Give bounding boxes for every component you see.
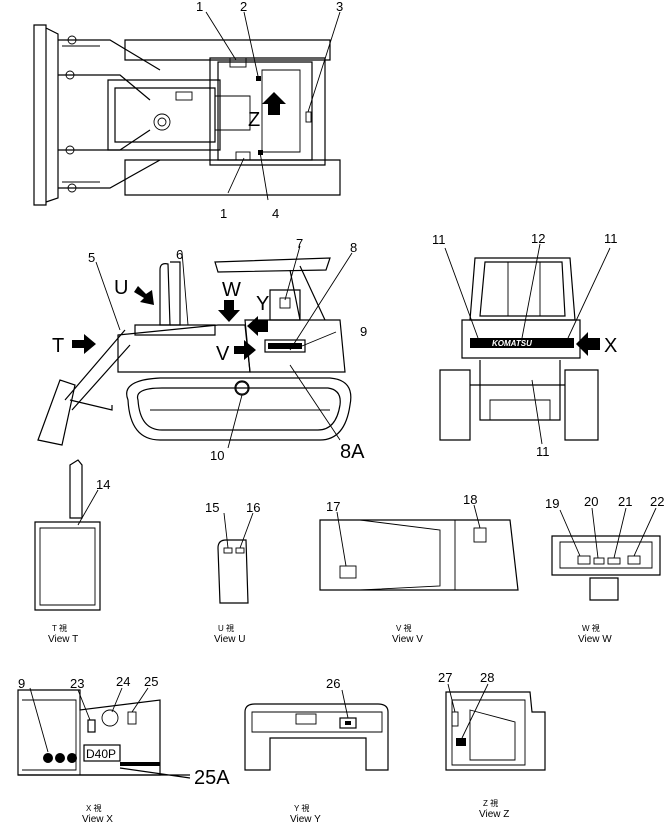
side-label-8: 8 bbox=[350, 240, 357, 255]
view-w-caption-ja: W 視 bbox=[582, 624, 600, 633]
rear-label-11b: 11 bbox=[604, 231, 618, 246]
side-label-5: 5 bbox=[88, 250, 95, 265]
top-label-1a: 1 bbox=[196, 0, 203, 14]
view-x-num-9: 9 bbox=[18, 676, 25, 691]
view-x-num-25: 25 bbox=[144, 674, 158, 689]
view-u-drawing bbox=[217, 512, 254, 604]
side-label-7: 7 bbox=[296, 236, 303, 251]
arrow-label-u: U bbox=[114, 277, 128, 299]
rear-label-11c: 11 bbox=[536, 444, 550, 459]
view-x-num-23: 23 bbox=[70, 676, 84, 691]
side-view-drawing bbox=[37, 245, 353, 449]
view-u-num-16: 16 bbox=[246, 500, 260, 515]
view-v-caption-en: View V bbox=[392, 634, 423, 645]
view-u-caption-ja: U 視 bbox=[218, 624, 234, 633]
view-v-caption-ja: V 視 bbox=[396, 624, 412, 633]
view-t-caption-ja: T 視 bbox=[52, 624, 67, 633]
view-x-drawing bbox=[17, 687, 191, 779]
top-label-z: Z bbox=[248, 109, 260, 131]
view-x-num-25a: 25A bbox=[194, 767, 230, 789]
view-z-num-28: 28 bbox=[480, 670, 494, 685]
view-y-caption-ja: Y 視 bbox=[294, 804, 309, 813]
view-x-caption-ja: X 視 bbox=[86, 804, 102, 813]
view-v-drawing bbox=[319, 504, 519, 591]
view-t-caption-en: View T bbox=[48, 634, 78, 645]
view-w-caption-en: View W bbox=[578, 634, 612, 645]
top-view-drawing bbox=[33, 11, 341, 206]
view-y-num-26: 26 bbox=[326, 676, 340, 691]
arrow-label-y: Y bbox=[256, 293, 269, 315]
view-z-caption-ja: Z 視 bbox=[483, 799, 498, 808]
side-label-6: 6 bbox=[176, 247, 183, 262]
view-u-num-15: 15 bbox=[205, 500, 219, 515]
view-w-num-20: 20 bbox=[584, 494, 598, 509]
side-label-10: 10 bbox=[210, 448, 224, 463]
arrow-label-x: X bbox=[604, 335, 617, 357]
arrow-label-t: T bbox=[52, 335, 64, 357]
view-z-caption-en: View Z bbox=[479, 809, 509, 820]
top-label-1b: 1 bbox=[220, 206, 227, 221]
view-y-caption-en: View Y bbox=[290, 814, 321, 825]
view-v-num-17: 17 bbox=[326, 499, 340, 514]
arrow-label-v: V bbox=[216, 343, 230, 365]
view-w-num-21: 21 bbox=[618, 494, 632, 509]
rear-brand-text: KOMATSU bbox=[492, 339, 532, 348]
view-x-num-24: 24 bbox=[116, 674, 130, 689]
top-label-3: 3 bbox=[336, 0, 343, 14]
rear-view-drawing: KOMATSU bbox=[439, 243, 611, 445]
rear-label-11a: 11 bbox=[432, 232, 446, 247]
rear-label-12: 12 bbox=[531, 231, 545, 246]
top-label-4: 4 bbox=[272, 206, 279, 221]
view-w-num-22: 22 bbox=[650, 494, 664, 509]
view-x-caption-en: View X bbox=[82, 814, 113, 825]
side-label-9: 9 bbox=[360, 324, 367, 339]
side-label-8a: 8A bbox=[340, 441, 365, 463]
view-w-drawing bbox=[551, 507, 661, 601]
view-y-drawing bbox=[244, 689, 389, 771]
view-w-num-19: 19 bbox=[545, 496, 559, 511]
view-x-plate-text: D40P bbox=[86, 747, 116, 761]
view-t-num-14: 14 bbox=[96, 477, 110, 492]
view-v-num-18: 18 bbox=[463, 492, 477, 507]
top-label-2: 2 bbox=[240, 0, 247, 14]
view-u-caption-en: View U bbox=[214, 634, 246, 645]
view-z-num-27: 27 bbox=[438, 670, 452, 685]
arrow-label-w: W bbox=[222, 279, 241, 301]
view-z-drawing bbox=[445, 683, 546, 771]
view-t-drawing bbox=[34, 459, 101, 611]
